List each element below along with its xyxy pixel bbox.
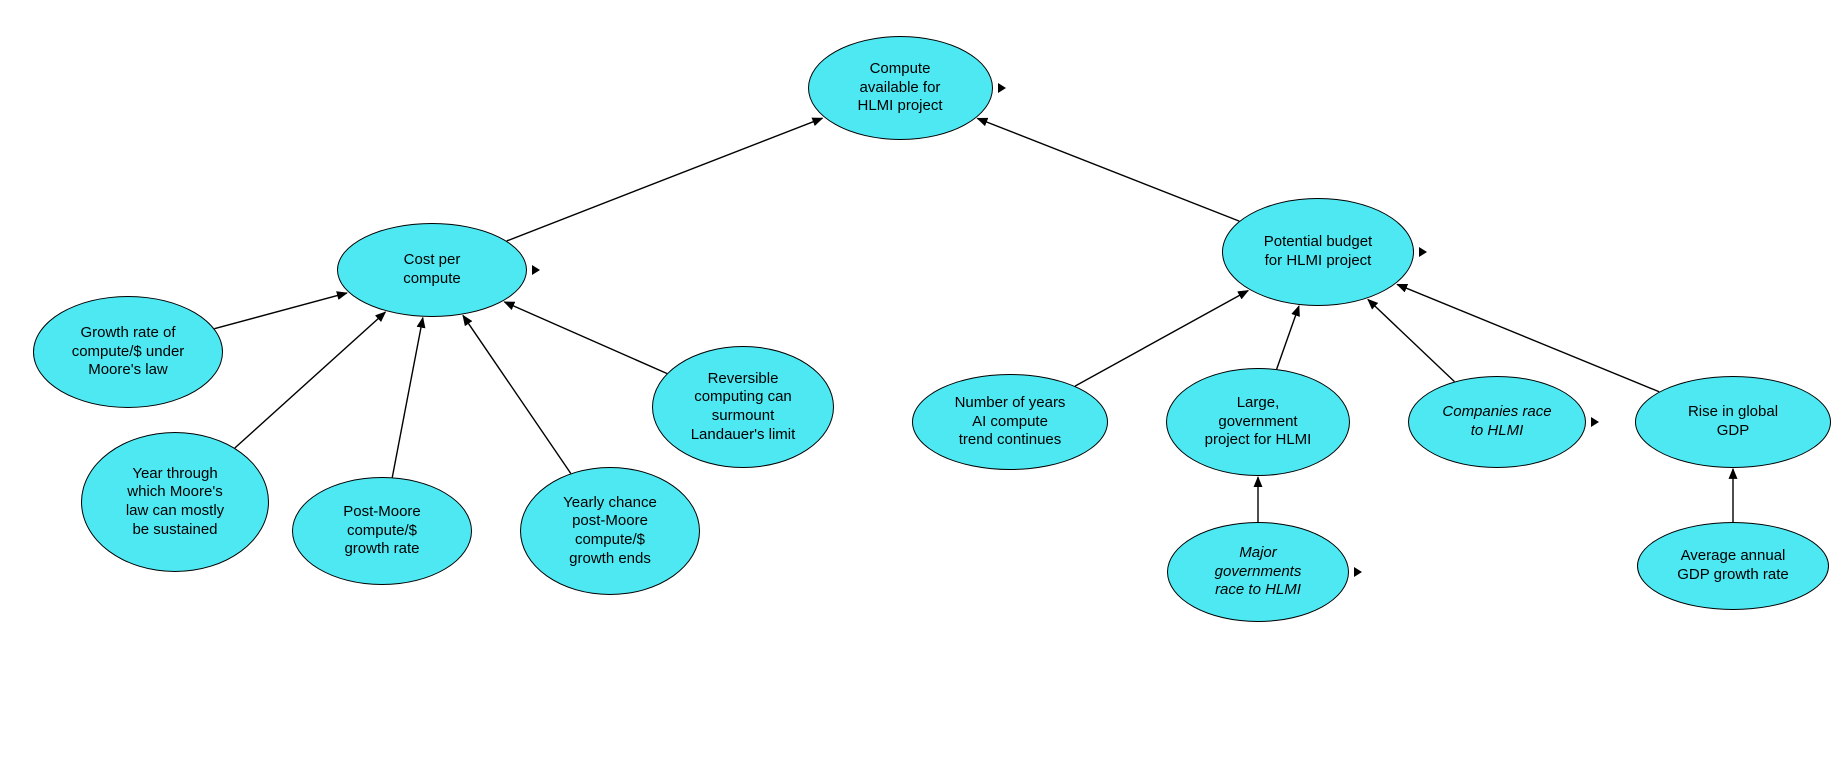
edge-arrow [506, 117, 824, 242]
expand-arrow-icon[interactable] [997, 83, 1006, 93]
edge-arrow [1276, 305, 1300, 370]
edge-arrow [976, 117, 1240, 222]
edge-arrow [503, 301, 668, 375]
expand-arrow-icon[interactable] [532, 265, 540, 275]
expand-arrow-icon[interactable] [1354, 567, 1362, 577]
edge-arrow [391, 316, 426, 478]
expand-arrow-icon[interactable] [1419, 247, 1427, 257]
edge-arrow [462, 314, 572, 474]
expand-arrow-icon[interactable] [1591, 417, 1599, 427]
edge-arrow [1396, 283, 1660, 393]
edge-arrow [234, 311, 387, 449]
edge-arrow [1367, 298, 1455, 383]
edge-arrow [214, 291, 348, 330]
